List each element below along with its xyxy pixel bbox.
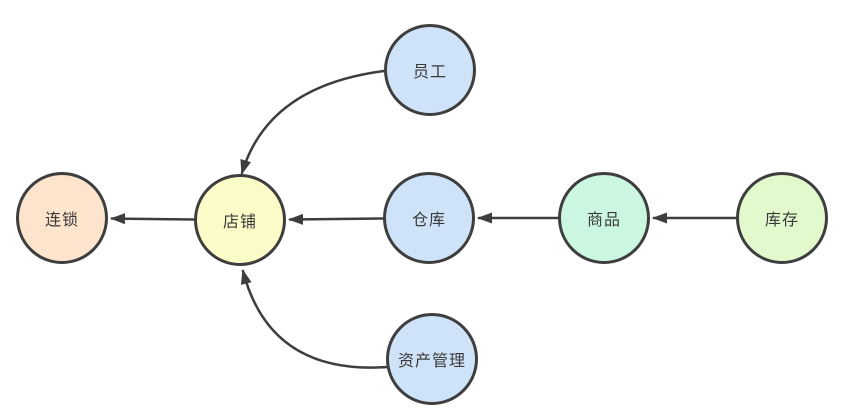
node-inventory[interactable]: 库存 <box>736 172 828 264</box>
node-label-inventory: 库存 <box>764 212 799 229</box>
node-label-asset-mgmt: 资产管理 <box>397 353 466 370</box>
node-chain[interactable]: 连锁 <box>16 172 108 264</box>
node-employee[interactable]: 员工 <box>384 24 476 116</box>
edge-employee-to-store <box>240 69 386 175</box>
node-goods[interactable]: 商品 <box>558 172 650 264</box>
node-label-warehouse: 仓库 <box>411 212 446 229</box>
node-store[interactable]: 店铺 <box>194 174 286 266</box>
node-label-employee: 员工 <box>412 64 447 81</box>
node-label-store: 店铺 <box>222 214 257 231</box>
edge-warehouse-to-store <box>287 213 385 225</box>
node-label-chain: 连锁 <box>44 212 79 229</box>
node-asset-mgmt[interactable]: 资产管理 <box>386 313 478 405</box>
edges-group <box>109 69 738 369</box>
node-warehouse[interactable]: 仓库 <box>383 172 475 264</box>
node-label-goods: 商品 <box>586 212 621 229</box>
edge-asset-mgmt-to-store <box>240 269 389 369</box>
edge-store-to-chain <box>109 213 196 225</box>
